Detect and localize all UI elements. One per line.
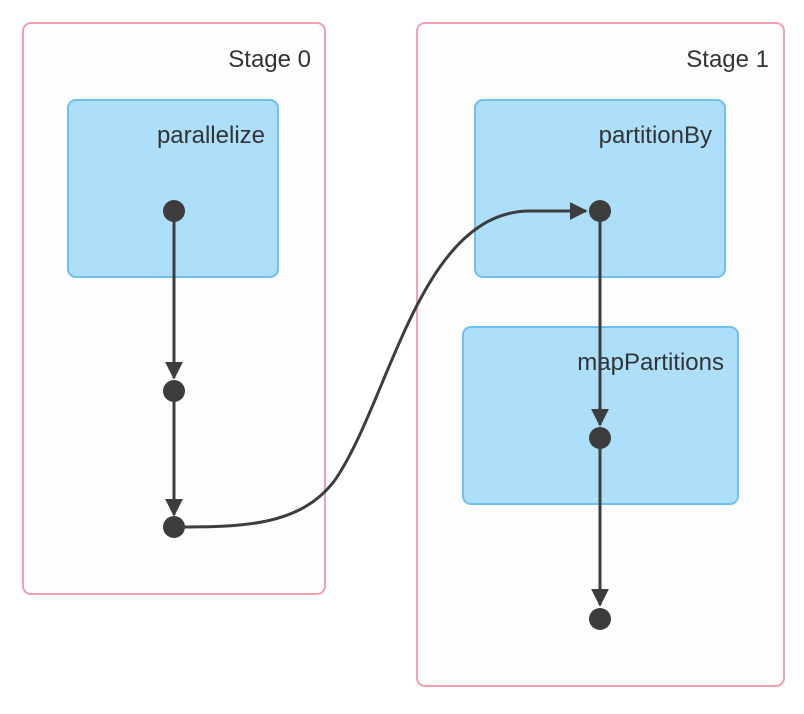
parallelize-label: parallelize bbox=[157, 122, 265, 149]
parallelize-cluster: parallelize bbox=[67, 99, 279, 278]
partitionby-cluster: partitionBy bbox=[474, 99, 726, 278]
dag-node bbox=[589, 608, 611, 630]
dag-node bbox=[163, 380, 185, 402]
mappartitions-label: mapPartitions bbox=[577, 349, 724, 376]
dag-node bbox=[589, 200, 611, 222]
edge-node3-node4 bbox=[173, 202, 588, 529]
stage-0-label: Stage 0 bbox=[228, 46, 311, 73]
partitionby-label: partitionBy bbox=[599, 122, 712, 149]
dag-node bbox=[163, 200, 185, 222]
dag-node bbox=[163, 516, 185, 538]
stage-1-label: Stage 1 bbox=[686, 46, 769, 73]
dag-node bbox=[589, 427, 611, 449]
